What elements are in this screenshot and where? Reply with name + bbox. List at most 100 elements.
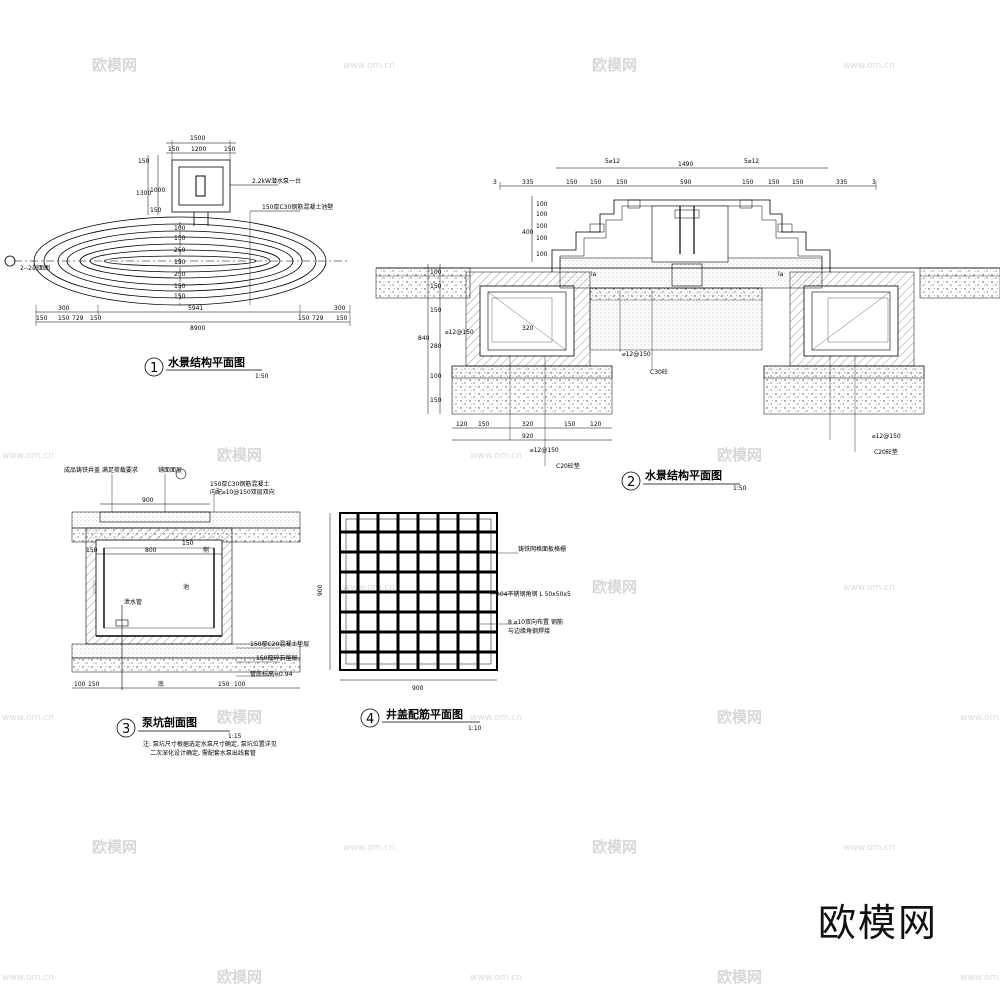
dim-br: 150	[336, 315, 348, 322]
dim-bot: 100	[234, 681, 246, 688]
dim-v-low: 150	[430, 397, 442, 404]
dim-bl: 729	[72, 315, 84, 322]
drawing-scale-1: 1:50	[255, 373, 269, 380]
conc-center: C30砼	[650, 368, 668, 376]
dim-1500: 1500	[190, 135, 205, 142]
note-line-2: 二次深化设计确定, 需配套水泵出线套管	[150, 749, 256, 757]
rebar-top-right: 5⌀12	[744, 158, 759, 165]
watermark-url: www.om.cn	[470, 973, 522, 983]
dim-v: 150	[174, 283, 186, 290]
brand-logo-text: 欧模网	[818, 901, 939, 945]
dim-top: 150	[566, 179, 578, 186]
note-elev: 管底标高=0.94	[250, 670, 293, 678]
drawing-number-4: 4	[366, 712, 374, 727]
watermark-brand: 欧模网	[592, 578, 637, 596]
watermark-brand: 欧模网	[217, 446, 262, 464]
dim-v: 100	[174, 225, 186, 232]
watermark-url: www.om.cn	[343, 583, 395, 593]
watermark-url: www.om.cn	[960, 973, 1000, 983]
dim-150: 150	[168, 146, 180, 153]
watermark-url: www.om.cn	[843, 61, 895, 71]
dim-150-inner: 150	[182, 540, 194, 547]
dim-bot: 120	[456, 421, 468, 428]
note-concrete: 150厚C30钢筋混凝土	[210, 480, 269, 488]
watermark-brand: 欧模网	[217, 968, 262, 986]
dim-bot: 150	[478, 421, 490, 428]
watermark-brand: 欧模网	[92, 56, 137, 74]
dim-v-up: 100	[536, 223, 548, 230]
note-paving: 铺面面层	[158, 466, 182, 474]
dim-bot: 150	[218, 681, 230, 688]
watermark-url: www.om.cn	[343, 61, 395, 71]
dim-bot: 底	[158, 680, 164, 688]
dim-5941: 5941	[188, 305, 203, 312]
dim-top: 150	[792, 179, 804, 186]
drawing-3-labels: 成品铸铁井盖 满足荷载要求 铺面面层 150厚C30钢筋混凝土 内配⌀10@15…	[64, 466, 309, 757]
dim-1200: 1200	[191, 146, 206, 153]
watermark-url: www.om.cn	[470, 713, 522, 723]
watermark-url: www.om.cn	[843, 583, 895, 593]
rebar-top-left: 5⌀12	[605, 158, 620, 165]
pump-pit-outer	[171, 159, 231, 213]
dim-v-up: 400	[522, 229, 534, 236]
note-layer1: 150厚C20混凝土垫层	[250, 640, 309, 648]
drawing-1-labels: 1500 150 1200 150 150 1300 1000 150 2.2k…	[20, 135, 348, 380]
dim-v-low: 150	[430, 283, 442, 290]
note-weld: 与边缘角钢焊接	[508, 627, 550, 635]
rebar-right: ⌀12@150	[872, 433, 901, 440]
dim-bot: 150	[88, 681, 100, 688]
section-marker: 3	[493, 179, 497, 186]
section-marker: 3	[872, 179, 876, 186]
dim-left-150b: 150	[150, 207, 162, 214]
section-tag: 2--2剖面图	[20, 264, 50, 272]
conc-right: C20砼垫	[874, 448, 898, 456]
watermark-brand: 欧模网	[217, 708, 262, 726]
watermark-url: www.om.cn	[2, 973, 54, 983]
watermark-brand: 欧模网	[92, 838, 137, 856]
pump-icon	[195, 175, 206, 197]
dim-bl: 150	[58, 315, 70, 322]
dim-left-1300: 1300	[136, 190, 151, 197]
drawing-title-2: 水景结构平面图	[645, 468, 722, 482]
watermark-layer: 欧模网 www.om.cn 欧模网 www.om.cn 欧模网 欧模网 www.…	[2, 56, 1000, 986]
dim-8900: 8900	[190, 325, 205, 332]
dim-1490: 1490	[678, 161, 693, 168]
dim-v-up: 100	[536, 251, 548, 258]
dim-v-low: 280	[430, 343, 442, 350]
drawing-4-labels: 900 900 铸铁网格面板格栅 304不锈钢角钢 L 50x50x5 8 ⌀1…	[317, 545, 571, 732]
watermark-brand: 欧模网	[592, 838, 637, 856]
rebar-left: ⌀12@150	[445, 329, 474, 336]
dim-320: 320	[522, 325, 534, 332]
drawing-number-3: 3	[122, 722, 130, 737]
watermark-url: www.om.cn	[2, 451, 54, 461]
dim-bl: 300	[58, 305, 70, 312]
dim-900-side: 900	[317, 584, 324, 596]
dim-left-1000: 1000	[150, 187, 165, 194]
dim-top: 150	[768, 179, 780, 186]
drawing-scale-3: 1:15	[228, 733, 242, 740]
note-wall: 150厚C30钢筋混凝土池壁	[262, 203, 333, 211]
note-cover: 成品铸铁井盖 满足荷载要求	[64, 466, 138, 474]
dim-bl: 150	[36, 315, 48, 322]
dim-v-up: 100	[536, 211, 548, 218]
dim-150: 150	[86, 547, 98, 554]
label-pit: 池	[183, 583, 189, 591]
watermark-brand: 欧模网	[592, 56, 637, 74]
drawing-1-plan	[4, 140, 351, 377]
dim-top: 150	[742, 179, 754, 186]
drawing-2-section	[375, 167, 1000, 491]
dim-left-150: 150	[138, 158, 150, 165]
dim-bot: 150	[564, 421, 576, 428]
dim-top: 335	[836, 179, 848, 186]
dim-br: 729	[312, 315, 324, 322]
dim-900: 900	[142, 497, 154, 504]
watermark-brand: 欧模网	[717, 446, 762, 464]
dim-v: 150	[174, 259, 186, 266]
callout-la: la	[591, 271, 597, 278]
note-layer2: 150厚碎石垫层	[256, 654, 297, 662]
drawing-2-labels: 5⌀12 5⌀12 1490 335 150 150 150 590 150 1…	[418, 158, 901, 492]
note-grating: 铸铁网格面板格栅	[518, 545, 566, 553]
dim-bl: 150	[90, 315, 102, 322]
drawing-3-pump-pit	[71, 468, 301, 738]
dim-top: 150	[616, 179, 628, 186]
